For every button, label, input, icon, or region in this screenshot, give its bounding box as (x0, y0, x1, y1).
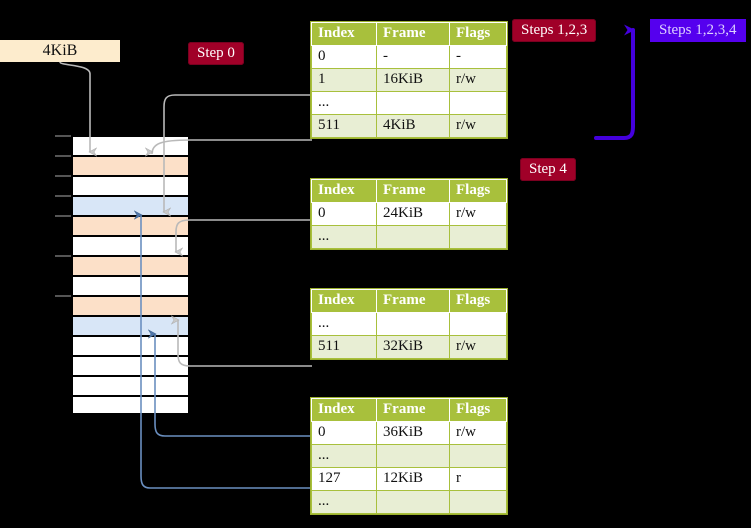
column-header-index: Index (311, 398, 377, 422)
memory-row-tick (55, 135, 71, 137)
column-header-frame: Frame (376, 289, 450, 313)
steps-1234-badge: Steps 1,2,3,4 (650, 19, 746, 42)
steps-1234-label: Steps 1,2,3,4 (659, 22, 737, 38)
cell-index: 511 (311, 335, 377, 359)
cell-index: ... (311, 91, 377, 115)
cell-frame: 32KiB (376, 335, 450, 359)
column-header-index: Index (311, 179, 377, 203)
cell-flags (449, 225, 507, 249)
step-4-label: Step 4 (529, 161, 567, 177)
column-header-flags: Flags (449, 179, 507, 203)
column-header-frame: Frame (376, 22, 450, 46)
memory-frame-row (71, 335, 190, 355)
memory-frame-row (71, 175, 190, 195)
cell-frame: 24KiB (376, 202, 450, 226)
column-header-flags: Flags (449, 22, 507, 46)
column-header-index: Index (311, 289, 377, 313)
cell-frame (376, 312, 450, 336)
step-0-label: Step 0 (197, 45, 235, 61)
cell-frame (376, 225, 450, 249)
cell-flags: r/w (449, 114, 507, 138)
memory-frame-row (71, 295, 190, 315)
cell-flags: - (449, 45, 507, 69)
cell-index: ... (311, 444, 377, 468)
column-header-flags: Flags (449, 289, 507, 313)
memory-row-tick (55, 295, 71, 297)
table-row: 0-- (311, 45, 507, 69)
cell-frame: 12KiB (376, 467, 450, 491)
steps-123-badge: Steps 1,2,3 (512, 19, 597, 42)
cell-flags: r/w (449, 68, 507, 92)
memory-frame-row (71, 395, 190, 415)
table-row: ... (311, 312, 507, 336)
table-row: ... (311, 490, 507, 514)
memory-row-tick (55, 155, 71, 157)
cell-flags (449, 312, 507, 336)
cell-flags: r/w (449, 202, 507, 226)
cell-index: ... (311, 225, 377, 249)
cell-index: ... (311, 312, 377, 336)
memory-frame-row (71, 135, 190, 155)
cell-flags: r/w (449, 335, 507, 359)
memory-frame-row (71, 235, 190, 255)
cell-frame: 36KiB (376, 421, 450, 445)
steps-1234-arrow (594, 24, 635, 140)
steps-123-label: Steps 1,2,3 (521, 22, 588, 38)
step-4-badge: Step 4 (520, 158, 576, 181)
cell-index: ... (311, 490, 377, 514)
cell-frame (376, 91, 450, 115)
cell-index: 0 (311, 45, 377, 69)
cell-frame: 4KiB (376, 114, 450, 138)
memory-frame-row (71, 315, 190, 335)
memory-frame-row (71, 215, 190, 235)
table-row: ... (311, 444, 507, 468)
cell-index: 0 (311, 202, 377, 226)
memory-frame-row (71, 375, 190, 395)
table-row: ... (311, 91, 507, 115)
memory-frame-row (71, 355, 190, 375)
cell-frame: - (376, 45, 450, 69)
cell-flags: r/w (449, 421, 507, 445)
column-header-index: Index (311, 22, 377, 46)
wire-table3-arrow (178, 320, 312, 367)
step-0-badge: Step 0 (188, 42, 244, 65)
cell-frame (376, 444, 450, 468)
cell-frame (376, 490, 450, 514)
cell-index: 511 (311, 114, 377, 138)
column-header-frame: Frame (376, 398, 450, 422)
memory-row-tick (55, 215, 71, 217)
cell-frame: 16KiB (376, 68, 450, 92)
memory-frame-row (71, 255, 190, 275)
cell-flags (449, 91, 507, 115)
column-header-flags: Flags (449, 398, 507, 422)
memory-row-tick (55, 175, 71, 177)
frame-size-label: 4KiB (42, 42, 78, 59)
table-row: ... (311, 225, 507, 249)
memory-frame-row (71, 195, 190, 215)
frame-size-banner: 4KiB (0, 40, 120, 62)
column-header-frame: Frame (376, 179, 450, 203)
cell-index: 1 (311, 68, 377, 92)
cell-flags (449, 444, 507, 468)
memory-frame-row (71, 155, 190, 175)
cell-flags: r (449, 467, 507, 491)
memory-row-tick (55, 195, 71, 197)
cell-index: 127 (311, 467, 377, 491)
cell-index: 0 (311, 421, 377, 445)
memory-row-tick (55, 255, 71, 257)
physical-memory-column (55, 135, 190, 415)
memory-frame-row (71, 275, 190, 295)
cell-flags (449, 490, 507, 514)
